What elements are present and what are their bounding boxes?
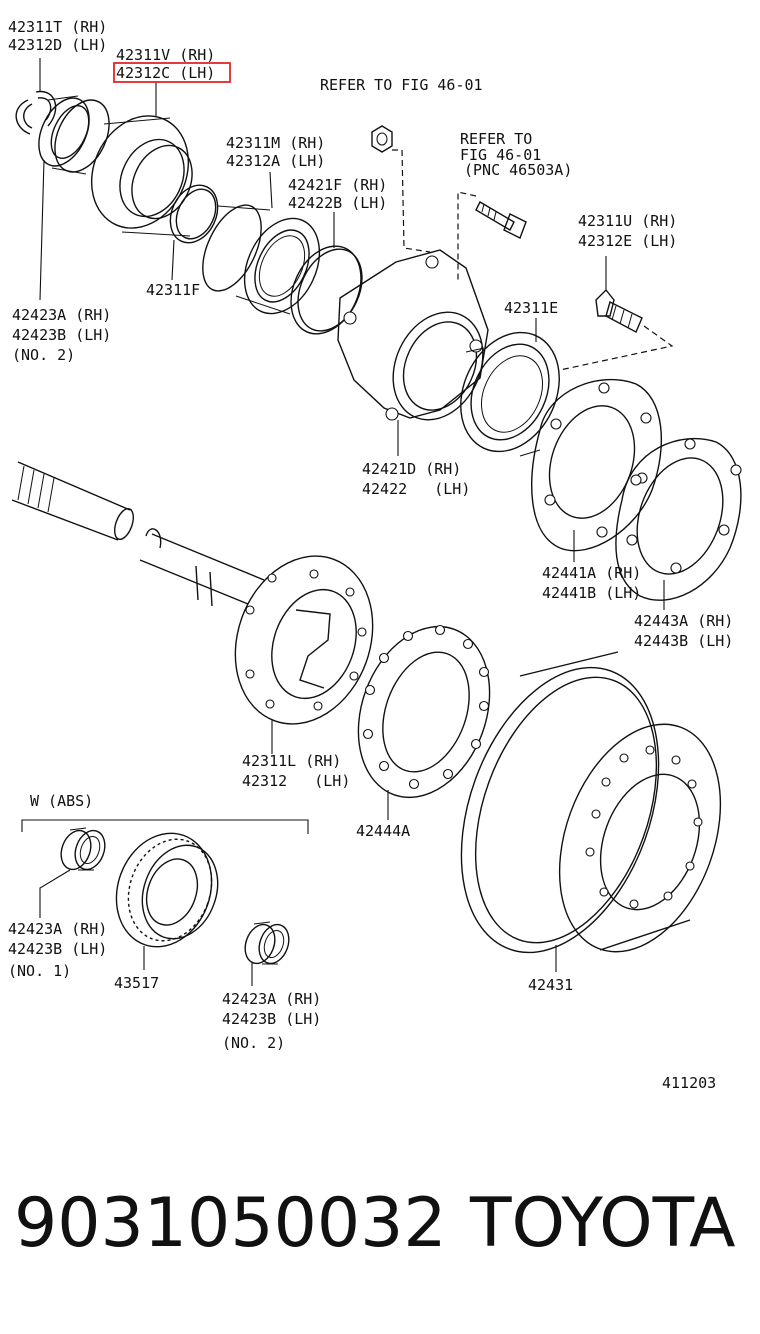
dash-nut-hub	[392, 149, 431, 253]
leader-42423A-top	[39, 159, 45, 301]
hub-nut-part	[371, 125, 393, 153]
part-number: 9031050032	[14, 1184, 447, 1263]
oil-seal-hub-part	[460, 331, 560, 457]
snap-ring-hub-part	[290, 245, 363, 335]
hub-bearing-part	[202, 204, 321, 315]
label-42311E: 42311E	[504, 299, 558, 317]
highlight-box	[113, 62, 231, 83]
label-42312: 42312 (LH)	[242, 772, 350, 790]
label-42444A: 42444A	[356, 822, 410, 840]
label-42312E: 42312E (LH)	[578, 232, 677, 250]
label-42311T: 42311T (RH)	[8, 18, 107, 36]
label-42441A: 42441A (RH)	[542, 564, 641, 582]
label-42421D: 42421D (RH)	[362, 460, 461, 478]
axle-housing-part	[337, 249, 489, 421]
label-pnc: (PNC 46503A)	[464, 161, 572, 179]
oil-seal-part	[38, 95, 110, 175]
hub-bolt-part	[475, 201, 527, 239]
label-42423A-left: 42423A (RH)	[8, 920, 107, 938]
retainer-plate-part	[531, 378, 662, 552]
label-refer-to: REFER TO	[460, 130, 532, 148]
label-42441B: 42441B (LH)	[542, 584, 641, 602]
label-42443A: 42443A (RH)	[634, 612, 733, 630]
oil-seal-abs-part	[60, 827, 106, 871]
leader-42423A-left	[39, 869, 71, 918]
label-no2-right: (NO. 2)	[222, 1034, 285, 1052]
snap-ring-part	[15, 90, 57, 135]
label-42311U: 42311U (RH)	[578, 212, 677, 230]
label-42312C: 42312C (LH)	[116, 64, 215, 82]
leader-42311M	[269, 171, 273, 209]
label-42443B: 42443B (LH)	[634, 632, 733, 650]
label-w-abs: W (ABS)	[30, 792, 93, 810]
label-refer-fig: REFER TO FIG 46-01	[320, 76, 483, 94]
label-42311F: 42311F	[146, 281, 200, 299]
label-42423A-top: 42423A (RH)	[12, 306, 111, 324]
leader-42311F	[171, 239, 175, 281]
label-no2-top: (NO. 2)	[12, 346, 75, 364]
label-42431: 42431	[528, 976, 573, 994]
brake-drum-part	[460, 651, 722, 954]
hub-stud-part	[595, 288, 643, 333]
label-42311L: 42311L (RH)	[242, 752, 341, 770]
dash-stud	[559, 325, 674, 371]
label-42423B-top: 42423B (LH)	[12, 326, 111, 344]
axle-shaft-part	[11, 461, 374, 725]
figure-number: 411203	[662, 1074, 716, 1092]
abs-bracket	[21, 819, 309, 834]
label-42423B-right: 42423B (LH)	[222, 1010, 321, 1028]
label-43517: 43517	[114, 974, 159, 992]
label-42422: 42422 (LH)	[362, 480, 470, 498]
gasket-part	[615, 437, 742, 601]
oil-seal-abs2-part	[244, 921, 290, 965]
label-42423B-left: 42423B (LH)	[8, 940, 107, 958]
label-42311M: 42311M (RH)	[226, 134, 325, 152]
hub-gasket-part	[357, 624, 491, 799]
abs-rotor-part	[115, 832, 219, 948]
label-42312A: 42312A (LH)	[226, 152, 325, 170]
label-42422B: 42422B (LH)	[288, 194, 387, 212]
bearing-cup-part	[90, 115, 193, 237]
label-42311V: 42311V (RH)	[116, 46, 215, 64]
label-42312D: 42312D (LH)	[8, 36, 107, 54]
label-no1: (NO. 1)	[8, 962, 71, 980]
label-refer-fig-2: FIG 46-01	[460, 146, 541, 164]
dash-bolt-hub	[457, 191, 477, 280]
label-42421F: 42421F (RH)	[288, 176, 387, 194]
o-ring-part	[169, 184, 219, 244]
label-42423A-right: 42423A (RH)	[222, 990, 321, 1008]
brand-name: TOYOTA	[470, 1184, 736, 1263]
